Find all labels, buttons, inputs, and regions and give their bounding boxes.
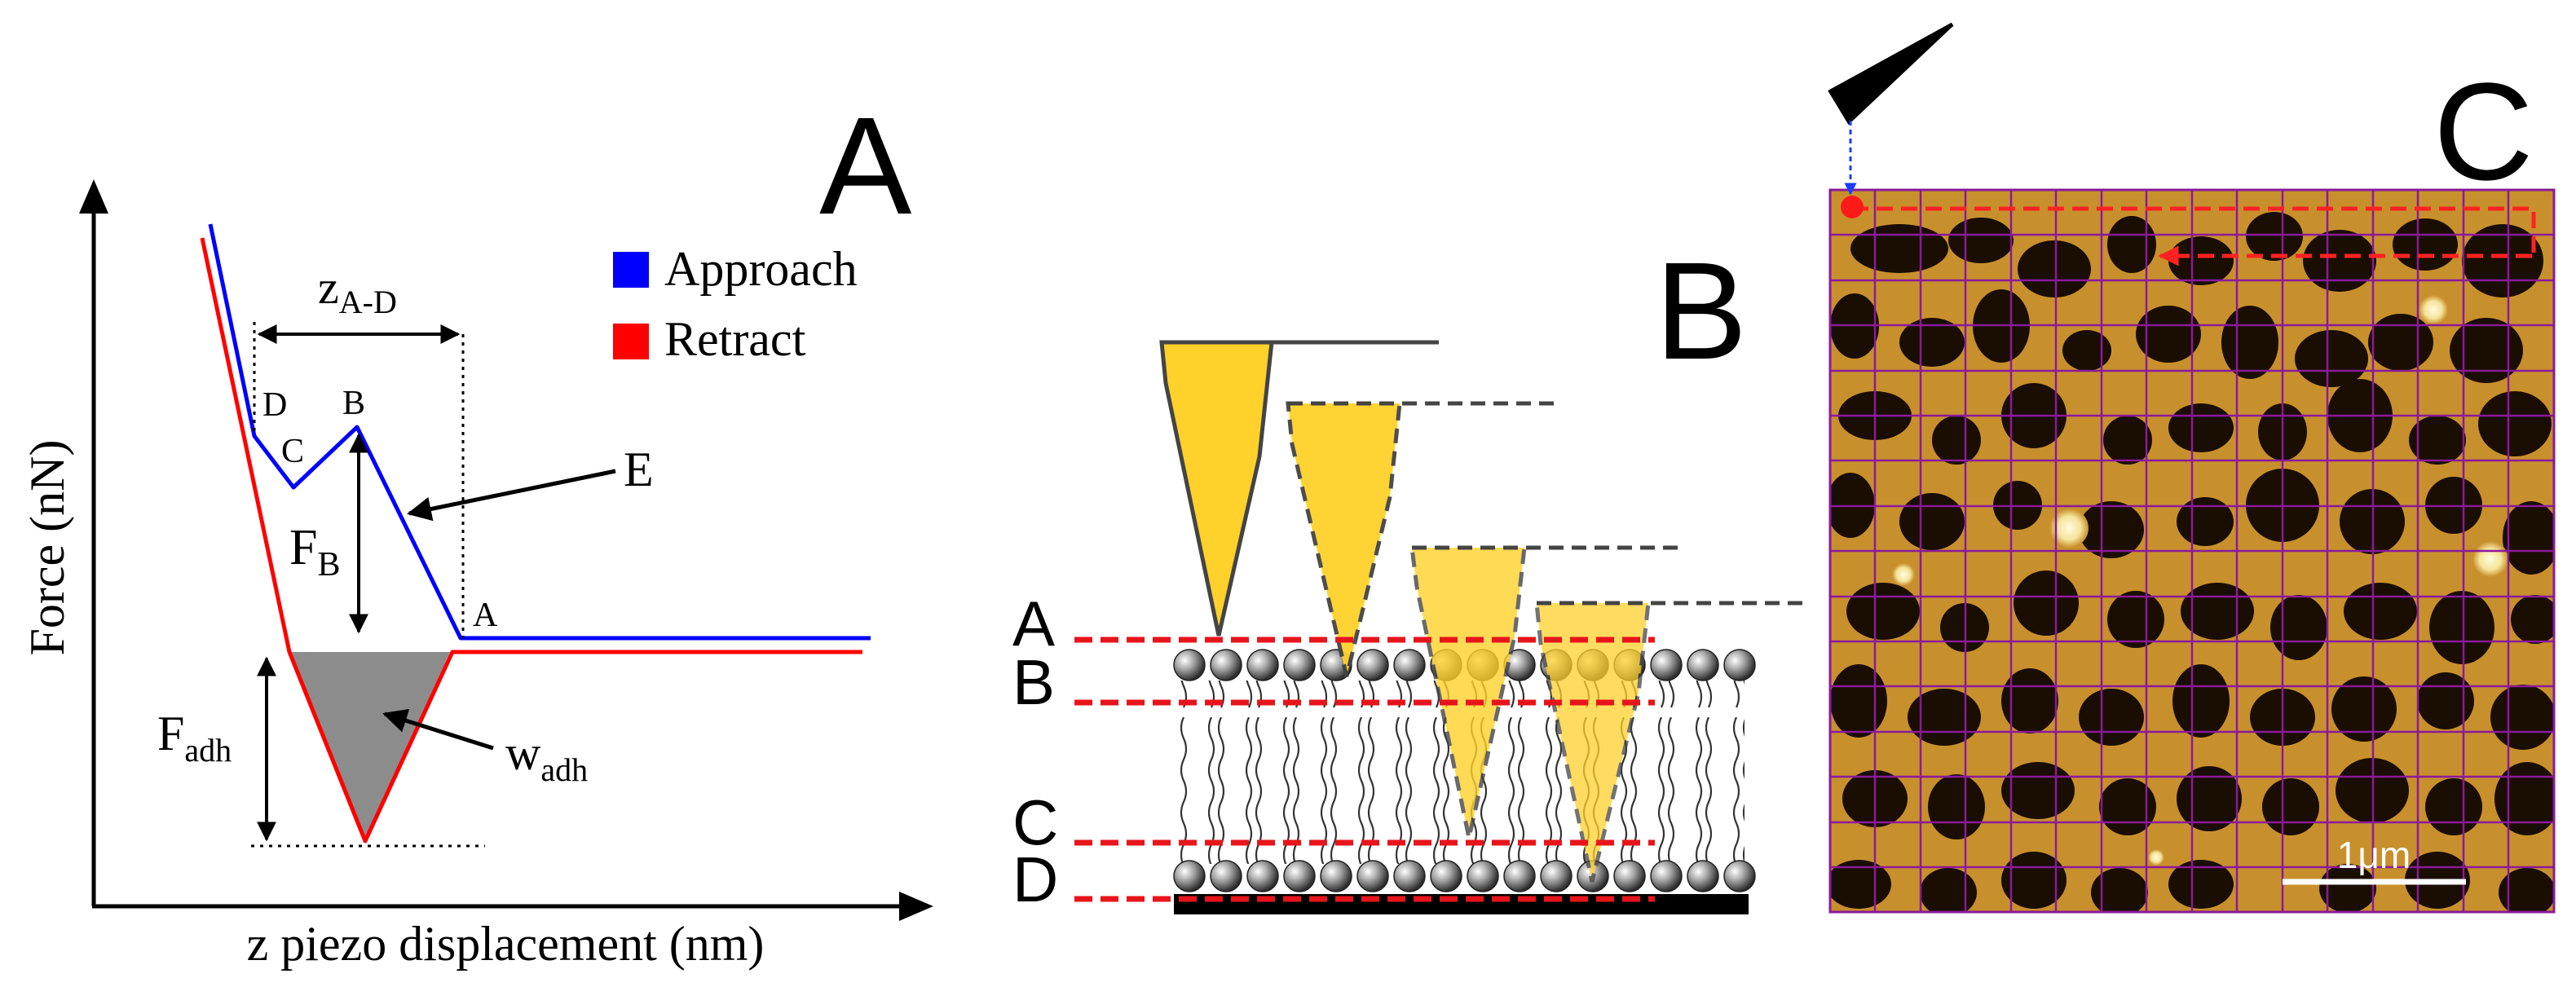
- x-axis-label: z piezo displacement (nm): [247, 917, 765, 971]
- afm-image-border: [1828, 188, 2556, 914]
- level-label-b: B: [1012, 646, 1055, 718]
- legend: Approach Retract: [613, 242, 858, 366]
- measurement-grid: [1830, 190, 2554, 912]
- legend-retract-label: Retract: [664, 312, 806, 366]
- fadh-label: Fadh: [157, 707, 232, 769]
- afm-height-image: [1830, 190, 2554, 912]
- legend-approach-label: Approach: [664, 242, 858, 296]
- retract-curve: [200, 237, 862, 844]
- z-ad-label: zA-D: [318, 261, 397, 320]
- level-label-a: A: [1012, 588, 1055, 659]
- afm-tip-b: [1286, 401, 1559, 677]
- fb-label: FB: [289, 520, 341, 584]
- legend-retract-swatch: [613, 324, 649, 359]
- cantilever-icon: [1828, 23, 1954, 126]
- panel-a-label: A: [819, 89, 912, 244]
- scan-path-row-1: [1852, 206, 2536, 254]
- panel-a: A Force (nN) z piezo displacement (nm) z…: [20, 89, 933, 971]
- y-axis-arrowhead: [79, 179, 108, 214]
- adhesion-area: [289, 652, 450, 841]
- level-label-d: D: [1012, 844, 1058, 915]
- scale-bar-label: 1μm: [2337, 834, 2411, 876]
- point-d-label: D: [262, 386, 287, 424]
- level-label-c: C: [1012, 786, 1058, 858]
- point-a-label: A: [473, 597, 498, 634]
- afm-tip-a: [1159, 340, 1439, 637]
- panel-c: C: [1828, 22, 2556, 914]
- wadh-label: wadh: [505, 726, 588, 788]
- bright-features: [1892, 295, 2508, 866]
- probe-position-dot: [1841, 196, 1864, 218]
- x-axis-arrowhead: [899, 892, 933, 921]
- y-axis-label: Force (nN): [20, 440, 74, 656]
- e-arrow: [407, 469, 616, 522]
- point-b-label: B: [342, 385, 365, 422]
- bottom-headgroup-row: [1173, 860, 1756, 892]
- wadh-arrow: [382, 708, 494, 751]
- panel-b-label: B: [1655, 234, 1747, 389]
- legend-approach-swatch: [613, 252, 649, 288]
- panel-b: B: [1012, 234, 1810, 915]
- panel-c-label: C: [2433, 55, 2534, 209]
- approach-curve: [208, 223, 871, 641]
- point-c-label: C: [281, 433, 304, 470]
- e-label: E: [624, 443, 654, 496]
- afm-tip-d: [1534, 601, 1810, 883]
- afm-tip-c: [1409, 545, 1683, 839]
